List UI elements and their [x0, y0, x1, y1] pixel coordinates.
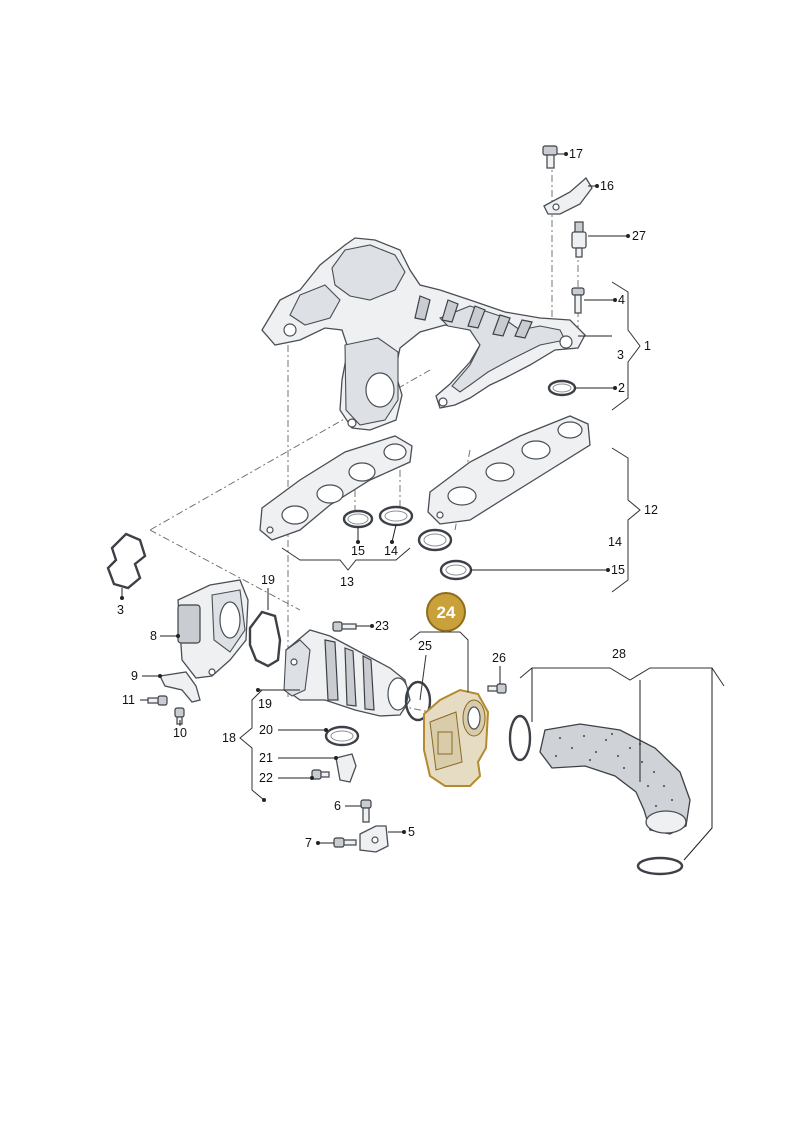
sensor-21[interactable] [335, 753, 357, 783]
sensor-27[interactable] [571, 221, 587, 258]
bracket-16[interactable] [543, 176, 593, 215]
callout-1: 1 [644, 339, 651, 353]
callout-18: 18 [222, 731, 236, 745]
highlight-badge-24[interactable]: 24 [426, 592, 466, 632]
callout-15-right: 15 [611, 563, 625, 577]
bolt-26[interactable] [487, 683, 507, 694]
callout-8: 8 [150, 629, 157, 643]
callout-23: 23 [375, 619, 389, 633]
port-flange-13[interactable] [259, 435, 413, 541]
bolt-23[interactable] [332, 621, 357, 632]
bolt-7[interactable] [333, 837, 357, 848]
gasket-19-lower[interactable] [404, 680, 432, 722]
callout-19-upper: 19 [261, 573, 275, 587]
bolt-17[interactable] [542, 145, 558, 169]
callout-14-left: 14 [384, 544, 398, 558]
seal-ring-2[interactable] [547, 379, 577, 397]
callout-14-right: 14 [608, 535, 622, 549]
hose-clamp-inlet[interactable] [508, 714, 532, 762]
callout-labels: 17 16 27 4 3 1 2 12 14 15 15 14 13 3 19 … [117, 147, 658, 850]
callout-13: 13 [340, 575, 354, 589]
seal-ring-20[interactable] [324, 725, 360, 747]
callout-17: 17 [569, 147, 583, 161]
intake-manifold[interactable] [261, 237, 586, 431]
port-flange-12[interactable] [427, 415, 591, 525]
callout-3-left: 3 [117, 603, 124, 617]
seal-ring-14-left[interactable] [378, 505, 414, 527]
callout-5: 5 [408, 825, 415, 839]
callout-9: 9 [131, 669, 138, 683]
intake-hose-28[interactable] [539, 723, 691, 835]
hose-clamp-outlet[interactable] [636, 856, 684, 876]
throttle-body-24[interactable] [423, 688, 490, 787]
seal-ring-15-right[interactable] [439, 559, 473, 581]
callout-20: 20 [259, 723, 273, 737]
callout-11: 11 [122, 693, 135, 707]
intake-pipe-18[interactable] [283, 629, 411, 717]
callout-2: 2 [618, 381, 625, 395]
callout-26: 26 [492, 651, 506, 665]
seal-ring-15-left[interactable] [342, 509, 374, 529]
callout-10: 10 [173, 726, 187, 740]
bracket-5[interactable] [359, 825, 389, 853]
callout-27: 27 [632, 229, 646, 243]
callout-28: 28 [612, 647, 626, 661]
valve-housing-8[interactable] [177, 579, 249, 679]
gasket-3[interactable] [106, 532, 147, 590]
bracket-9[interactable] [159, 671, 201, 703]
bolt-11[interactable] [147, 695, 168, 706]
callout-6: 6 [334, 799, 341, 813]
bolt-22[interactable] [311, 769, 330, 780]
callout-7: 7 [305, 836, 312, 850]
bolt-4[interactable] [571, 287, 585, 314]
hose-texture [554, 732, 678, 824]
callout-25: 25 [418, 639, 432, 653]
callout-3-top: 3 [617, 348, 624, 362]
callout-22: 22 [259, 771, 273, 785]
callout-leaders [120, 152, 725, 861]
seal-ring-14-right[interactable] [417, 528, 453, 552]
highlight-badge-label: 24 [437, 603, 456, 622]
gasket-19-upper[interactable] [248, 610, 282, 668]
callout-15-left: 15 [351, 544, 365, 558]
callout-21: 21 [259, 751, 273, 765]
bolt-6[interactable] [360, 799, 372, 823]
callout-16: 16 [600, 179, 614, 193]
callout-4: 4 [618, 293, 625, 307]
callout-12: 12 [644, 503, 658, 517]
callout-19-lower: 19 [258, 697, 272, 711]
